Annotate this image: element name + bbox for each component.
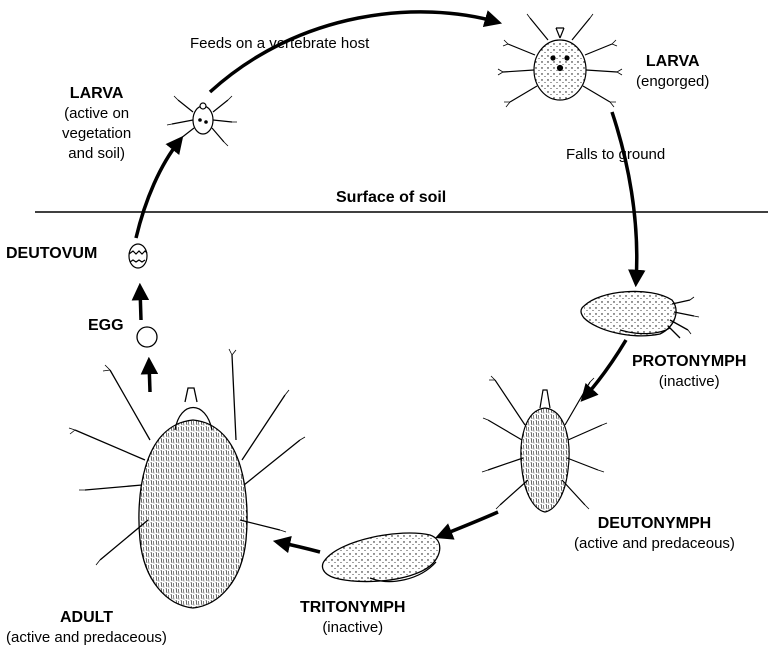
edge-label-falls: Falls to ground: [566, 146, 665, 164]
larva-desc-3: and soil): [62, 144, 131, 164]
arrow-adult-to-egg: [149, 362, 150, 392]
tritonymph-desc: (inactive): [300, 618, 405, 638]
arrow-tritonymph-to-adult: [278, 542, 320, 552]
arrow-engorged-to-protonymph: [612, 112, 637, 282]
protonymph-label: PROTONYMPH (inactive): [632, 352, 746, 392]
deutovum-name: DEUTOVUM: [6, 244, 97, 264]
arrow-protonymph-to-deutonymph: [584, 340, 626, 398]
adult-label: ADULT (active and predaceous): [6, 608, 167, 648]
tritonymph-illustration: [322, 533, 439, 582]
egg-name: EGG: [88, 316, 124, 336]
egg-illustration: [137, 327, 157, 347]
tritonymph-name: TRITONYMPH: [300, 598, 405, 618]
adult-name: ADULT: [6, 608, 167, 628]
deutovum-label: DEUTOVUM: [6, 244, 97, 264]
arrow-deutovum-to-larva: [136, 140, 180, 238]
edge-label-feeds: Feeds on a vertebrate host: [190, 35, 369, 53]
larva-mite-illustration: [167, 96, 237, 146]
deutovum-illustration: [129, 244, 147, 268]
larva-desc-1: (active on: [62, 104, 131, 124]
engorged-larva-label: LARVA (engorged): [636, 52, 709, 92]
engorged-larva-name: LARVA: [636, 52, 709, 72]
surface-of-soil-label: Surface of soil: [336, 188, 446, 208]
deutonymph-name: DEUTONYMPH: [574, 514, 735, 534]
arrow-deutonymph-to-tritonymph: [440, 512, 498, 536]
larva-name: LARVA: [62, 84, 131, 104]
deutonymph-illustration: [482, 376, 607, 512]
tritonymph-label: TRITONYMPH (inactive): [300, 598, 405, 638]
adult-desc: (active and predaceous): [6, 628, 167, 648]
protonymph-illustration: [581, 291, 699, 338]
protonymph-desc: (inactive): [632, 372, 746, 392]
arrow-egg-to-deutovum: [140, 288, 141, 320]
adult-mite-illustration: [69, 349, 305, 608]
larva-desc-2: vegetation: [62, 124, 131, 144]
protonymph-name: PROTONYMPH: [632, 352, 746, 372]
engorged-larva-desc: (engorged): [636, 72, 709, 92]
deutonymph-label: DEUTONYMPH (active and predaceous): [574, 514, 735, 554]
engorged-larva-illustration: [498, 14, 622, 107]
larva-label: LARVA (active on vegetation and soil): [62, 84, 131, 164]
deutonymph-desc: (active and predaceous): [574, 534, 735, 554]
egg-label: EGG: [88, 316, 124, 336]
